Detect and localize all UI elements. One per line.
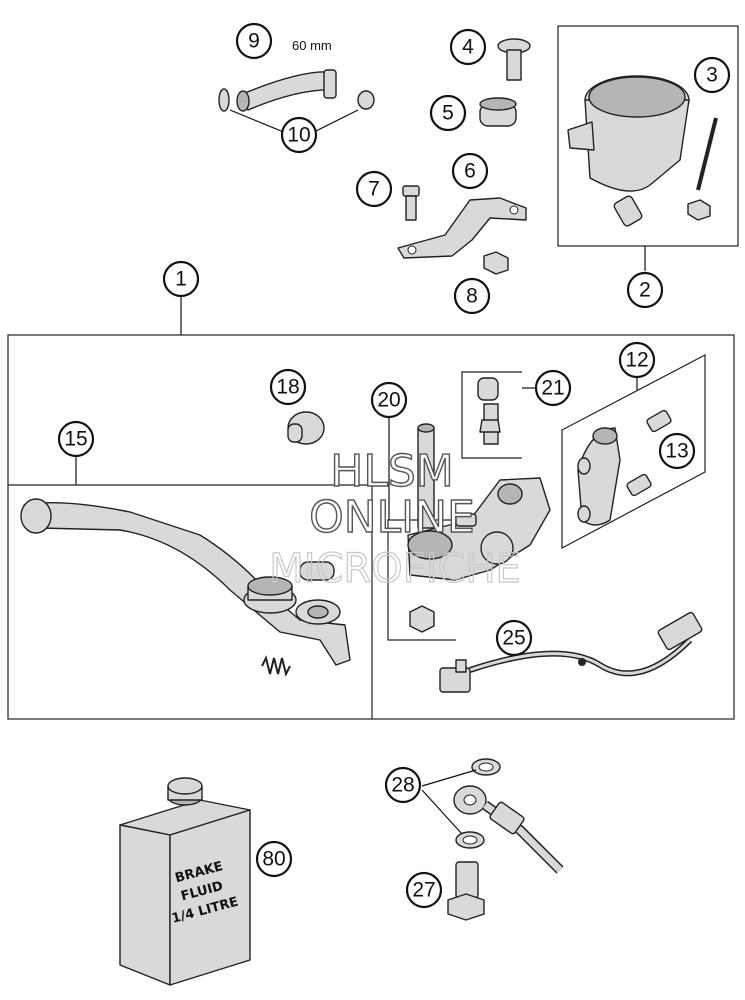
callout-12: 12	[618, 341, 656, 379]
callout-1: 1	[162, 260, 200, 298]
callout-15: 15	[57, 420, 95, 458]
svg-text:13: 13	[665, 440, 688, 463]
callout-8: 8	[453, 277, 491, 315]
svg-text:18: 18	[276, 376, 299, 399]
svg-text:4: 4	[462, 36, 474, 59]
clamp-part-12	[577, 427, 621, 526]
bleed-nipple-group-box	[461, 371, 522, 459]
callout-9: 9	[235, 22, 273, 60]
reservoir-group-box	[557, 25, 739, 247]
watermark-line-1: HLSM	[330, 446, 454, 497]
callout-3: 3	[693, 56, 731, 94]
reservoir-part-2	[567, 75, 690, 227]
svg-text:8: 8	[466, 285, 478, 308]
brake-fluid-can-part-80: BRAKE FLUID 1/4 LITRE	[119, 777, 251, 986]
callout-21: 21	[534, 369, 572, 407]
hose-length-label: 60 mm	[292, 38, 332, 53]
callout-27: 27	[405, 871, 443, 909]
watermark-line-2: ONLINE	[309, 492, 475, 543]
pivot-pin	[299, 561, 335, 581]
adjuster-knob	[243, 576, 297, 614]
svg-text:20: 20	[377, 389, 400, 412]
master-cylinder-body	[407, 477, 551, 581]
watermark-line-3: MICROFICHE	[269, 546, 521, 592]
svg-text:6: 6	[464, 160, 476, 183]
lever-bushing	[295, 599, 341, 625]
clamp-screws-part-13	[626, 409, 672, 497]
brake-switch-part-25	[439, 611, 703, 693]
callout-7: 7	[355, 170, 393, 208]
callout-25: 25	[495, 619, 533, 657]
callout-2: 2	[626, 271, 664, 309]
svg-text:12: 12	[625, 349, 648, 372]
bushing-part-5	[479, 97, 517, 127]
clamp-group-box	[561, 354, 706, 549]
svg-text:21: 21	[541, 377, 564, 400]
brake-lever-part-15	[20, 498, 351, 666]
svg-text:25: 25	[502, 627, 525, 650]
hose-clamp-part-10	[218, 88, 375, 134]
return-spring	[261, 655, 291, 677]
banjo-bolt-part-27	[447, 861, 485, 921]
callout-4: 4	[449, 28, 487, 66]
callout-5: 5	[429, 94, 467, 132]
callout-18: 18	[269, 368, 307, 406]
callout-80: 80	[255, 840, 293, 878]
washers-part-28	[455, 758, 501, 849]
svg-text:1: 1	[175, 268, 187, 291]
bleeder-part-21	[477, 377, 501, 445]
callout-20: 20	[370, 381, 408, 419]
pushrod-part-20	[409, 423, 435, 633]
callout-10: 10	[280, 116, 318, 154]
bracket-part-6	[397, 197, 527, 259]
svg-text:5: 5	[442, 102, 454, 125]
svg-text:2: 2	[639, 279, 651, 302]
svg-text:9: 9	[248, 30, 260, 53]
callout-13: 13	[658, 432, 696, 470]
callout-28: 28	[384, 766, 422, 804]
svg-text:7: 7	[368, 178, 380, 201]
screw-part-4	[497, 38, 531, 81]
svg-text:3: 3	[706, 64, 718, 87]
svg-text:80: 80	[262, 848, 285, 871]
nut-part-8	[483, 251, 509, 275]
screw-part-7	[402, 185, 420, 221]
svg-text:15: 15	[64, 428, 87, 451]
svg-text:10: 10	[287, 124, 310, 147]
master-cylinder-assembly-box	[7, 334, 735, 720]
svg-text:28: 28	[391, 774, 414, 797]
svg-text:27: 27	[412, 879, 435, 902]
hose-part-9	[236, 69, 337, 112]
brake-hose-banjo	[453, 785, 564, 874]
dust-cap-part-18	[287, 411, 325, 445]
callout-6: 6	[451, 152, 489, 190]
long-screw-part-3	[687, 117, 718, 221]
